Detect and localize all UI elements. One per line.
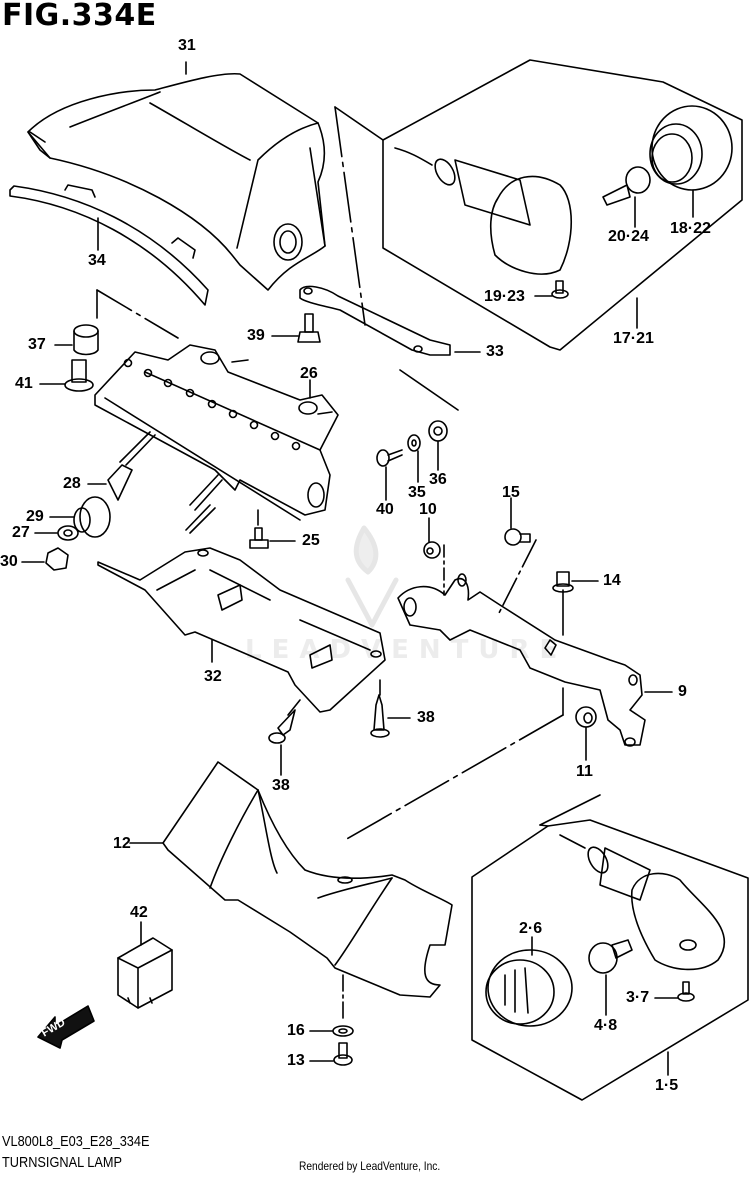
part-12-lower-cover [162, 761, 453, 998]
callout-31[interactable]: 31 [178, 37, 196, 54]
part-11-nut [575, 706, 597, 728]
callout-41[interactable]: 41 [15, 375, 33, 392]
part-42-relay [117, 937, 173, 1009]
callout-42[interactable]: 42 [130, 904, 148, 921]
part-14-spacer [552, 571, 574, 593]
callout-17-21[interactable]: 17·21 [613, 330, 654, 347]
callout-36[interactable]: 36 [429, 471, 447, 488]
part-37-grommet [73, 324, 99, 356]
part-41-bolt [64, 359, 94, 392]
callout-28[interactable]: 28 [63, 475, 81, 492]
leader-38b-dash [287, 699, 301, 716]
callout-2-6[interactable]: 2·6 [519, 920, 543, 937]
part-32-bracket [97, 547, 386, 713]
callout-14[interactable]: 14 [603, 572, 621, 589]
callout-12[interactable]: 12 [113, 835, 131, 852]
callout-13[interactable]: 13 [287, 1052, 305, 1069]
part-13-screw [333, 1042, 353, 1066]
callout-33[interactable]: 33 [486, 343, 504, 360]
callout-38-right[interactable]: 38 [417, 709, 435, 726]
callout-15[interactable]: 15 [502, 484, 520, 501]
callout-34[interactable]: 34 [88, 252, 106, 269]
part-40-screw [376, 449, 403, 467]
callout-1-5[interactable]: 1·5 [655, 1077, 679, 1094]
callout-19-23[interactable]: 19·23 [484, 288, 525, 305]
part-35-washer [407, 434, 421, 452]
part-9-turnsignal-bracket [397, 539, 646, 747]
part-10-cushion [423, 541, 441, 559]
callout-38-left[interactable]: 38 [272, 777, 290, 794]
callout-10[interactable]: 10 [419, 501, 437, 518]
watermark-logo [345, 525, 399, 628]
callout-25[interactable]: 25 [302, 532, 320, 549]
part-16-washer [332, 1025, 354, 1037]
model-code: VL800L8_E03_E28_334E [2, 1133, 150, 1150]
callout-29[interactable]: 29 [26, 508, 44, 525]
callout-18-22[interactable]: 18·22 [670, 220, 711, 237]
callout-16[interactable]: 16 [287, 1022, 305, 1039]
figure-title: FIG.334E [2, 0, 157, 33]
part-38-clip-left [268, 709, 296, 744]
callout-20-24[interactable]: 20·24 [608, 228, 649, 245]
callout-32[interactable]: 32 [204, 668, 222, 685]
part-17-21-assembly-box [334, 59, 743, 351]
part-1-5-assembly-box [471, 794, 749, 1101]
part-27-washer [57, 525, 79, 541]
part-39-bolt [297, 313, 321, 343]
part-15-bolt [504, 528, 531, 546]
part-30-nut [45, 547, 69, 571]
fwd-arrow-icon [37, 1005, 95, 1049]
callout-9[interactable]: 9 [678, 683, 687, 700]
callout-27[interactable]: 27 [12, 524, 30, 541]
part-36-cushion [428, 420, 448, 442]
part-25-bolt [249, 527, 269, 549]
callout-3-7[interactable]: 3·7 [626, 989, 650, 1006]
callout-40[interactable]: 40 [376, 501, 394, 518]
part-31-cover [27, 72, 326, 291]
callout-35[interactable]: 35 [408, 484, 426, 501]
leader-37-dash-diag [96, 289, 179, 339]
leader-9-to-12 [344, 714, 564, 841]
part-26-main-bracket [94, 344, 339, 534]
part-34-trim-strip [9, 184, 209, 306]
section-name: TURNSIGNAL LAMP [2, 1154, 122, 1171]
callout-26[interactable]: 26 [300, 365, 318, 382]
part-29-cushion [73, 496, 111, 538]
callout-39[interactable]: 39 [247, 327, 265, 344]
leadventure-watermark: LEADVENTURE [245, 635, 568, 665]
part-38-clip-right [370, 694, 390, 738]
part-33-stay [299, 285, 459, 411]
callout-30[interactable]: 30 [0, 553, 18, 570]
callout-11[interactable]: 11 [576, 763, 593, 780]
part-28-spacer [107, 464, 133, 501]
render-credit: Rendered by LeadVenture, Inc. [299, 1159, 441, 1173]
callout-37[interactable]: 37 [28, 336, 46, 353]
callout-4-8[interactable]: 4·8 [594, 1017, 618, 1034]
